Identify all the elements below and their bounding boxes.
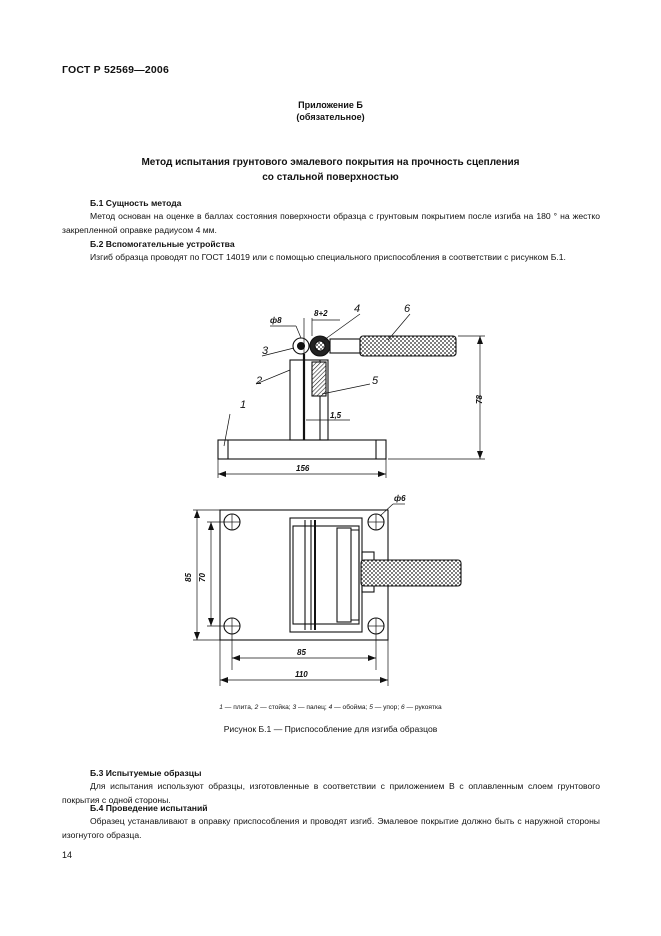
callout-5: 5 bbox=[372, 375, 379, 387]
post bbox=[289, 359, 329, 441]
dim-156: 156 bbox=[296, 464, 310, 473]
callout-3: 3 bbox=[262, 345, 269, 357]
section-b4-text-content: Образец устанавливают в оправку приспосо… bbox=[62, 816, 600, 840]
legend-6-text: — рукоятка bbox=[404, 704, 442, 711]
legend-5-num: 5 bbox=[369, 704, 373, 711]
callout-4: 4 bbox=[354, 303, 360, 315]
figure-plan-view: ф6 85 70 85 110 bbox=[184, 494, 462, 686]
callout-6: 6 bbox=[404, 303, 411, 315]
legend-2-num: 2 bbox=[254, 704, 259, 711]
handle bbox=[359, 335, 457, 357]
section-b3-text-content: Для испытания используют образцы, изгото… bbox=[62, 781, 600, 805]
standard-header: ГОСТ Р 52569—2006 bbox=[62, 64, 170, 76]
dim-70: 70 bbox=[198, 573, 207, 582]
base-plate bbox=[217, 439, 387, 460]
dim-d8: ф8 bbox=[270, 316, 282, 325]
stop bbox=[311, 361, 327, 397]
dim-85-horizontal: 85 bbox=[297, 648, 306, 657]
legend-4-text: — обойма; bbox=[332, 704, 370, 711]
figure-legend: 1 — плита, 2 — стойка; 3 — палец; 4 — об… bbox=[0, 704, 661, 711]
callout-1: 1 bbox=[240, 399, 246, 411]
figure-side-view: 1 2 3 4 5 6 ф8 8+2 1,5 78 156 bbox=[217, 303, 485, 478]
plan-handle bbox=[360, 559, 462, 587]
section-b1-text: Метод основан на оценке в баллах состоян… bbox=[62, 209, 600, 237]
appendix-title: Приложение Б bbox=[298, 100, 363, 110]
appendix-status: (обязательное) bbox=[296, 112, 365, 122]
figure-caption: Рисунок Б.1 — Приспособление для изгиба … bbox=[223, 724, 438, 734]
section-b2-text-content: Изгиб образца проводят по ГОСТ 14019 или… bbox=[90, 252, 566, 262]
legend-1-num: 1 bbox=[219, 704, 223, 711]
section-b2-text: Изгиб образца проводят по ГОСТ 14019 или… bbox=[62, 250, 600, 264]
section-b3-text: Для испытания используют образцы, изгото… bbox=[62, 779, 600, 807]
legend-4-num: 4 bbox=[328, 704, 333, 711]
dim-85-vertical: 85 bbox=[184, 573, 193, 582]
dim-110: 110 bbox=[295, 670, 308, 679]
dim-gap: 8+2 bbox=[314, 309, 328, 318]
section-b2-title: Б.2 Вспомогательные устройства bbox=[90, 239, 235, 249]
section-b1-title: Б.1 Сущность метода bbox=[90, 198, 182, 208]
legend-2-text: — стойка; bbox=[258, 704, 293, 711]
method-title-line2: со стальной поверхностью bbox=[262, 172, 399, 183]
dim-d6: ф6 bbox=[394, 494, 406, 503]
section-b4-text: Образец устанавливают в оправку приспосо… bbox=[62, 814, 600, 842]
legend-3-text: — палец; bbox=[296, 704, 329, 711]
method-title-line1: Метод испытания грунтового эмалевого пок… bbox=[141, 157, 520, 168]
legend-5-text: — упор; bbox=[372, 704, 401, 711]
legend-3-num: 3 bbox=[292, 704, 297, 711]
section-b1-text-content: Метод основан на оценке в баллах состоян… bbox=[62, 211, 600, 235]
section-b3-title: Б.3 Испытуемые образцы bbox=[90, 768, 202, 778]
dim-78: 78 bbox=[475, 395, 484, 404]
legend-6-num: 6 bbox=[400, 704, 405, 711]
page-number: 14 bbox=[62, 850, 73, 860]
dim-1-5: 1,5 bbox=[330, 411, 342, 420]
legend-1-text: — плита, bbox=[222, 704, 255, 711]
section-b4-title: Б.4 Проведение испытаний bbox=[90, 803, 208, 813]
callout-2: 2 bbox=[255, 375, 262, 387]
